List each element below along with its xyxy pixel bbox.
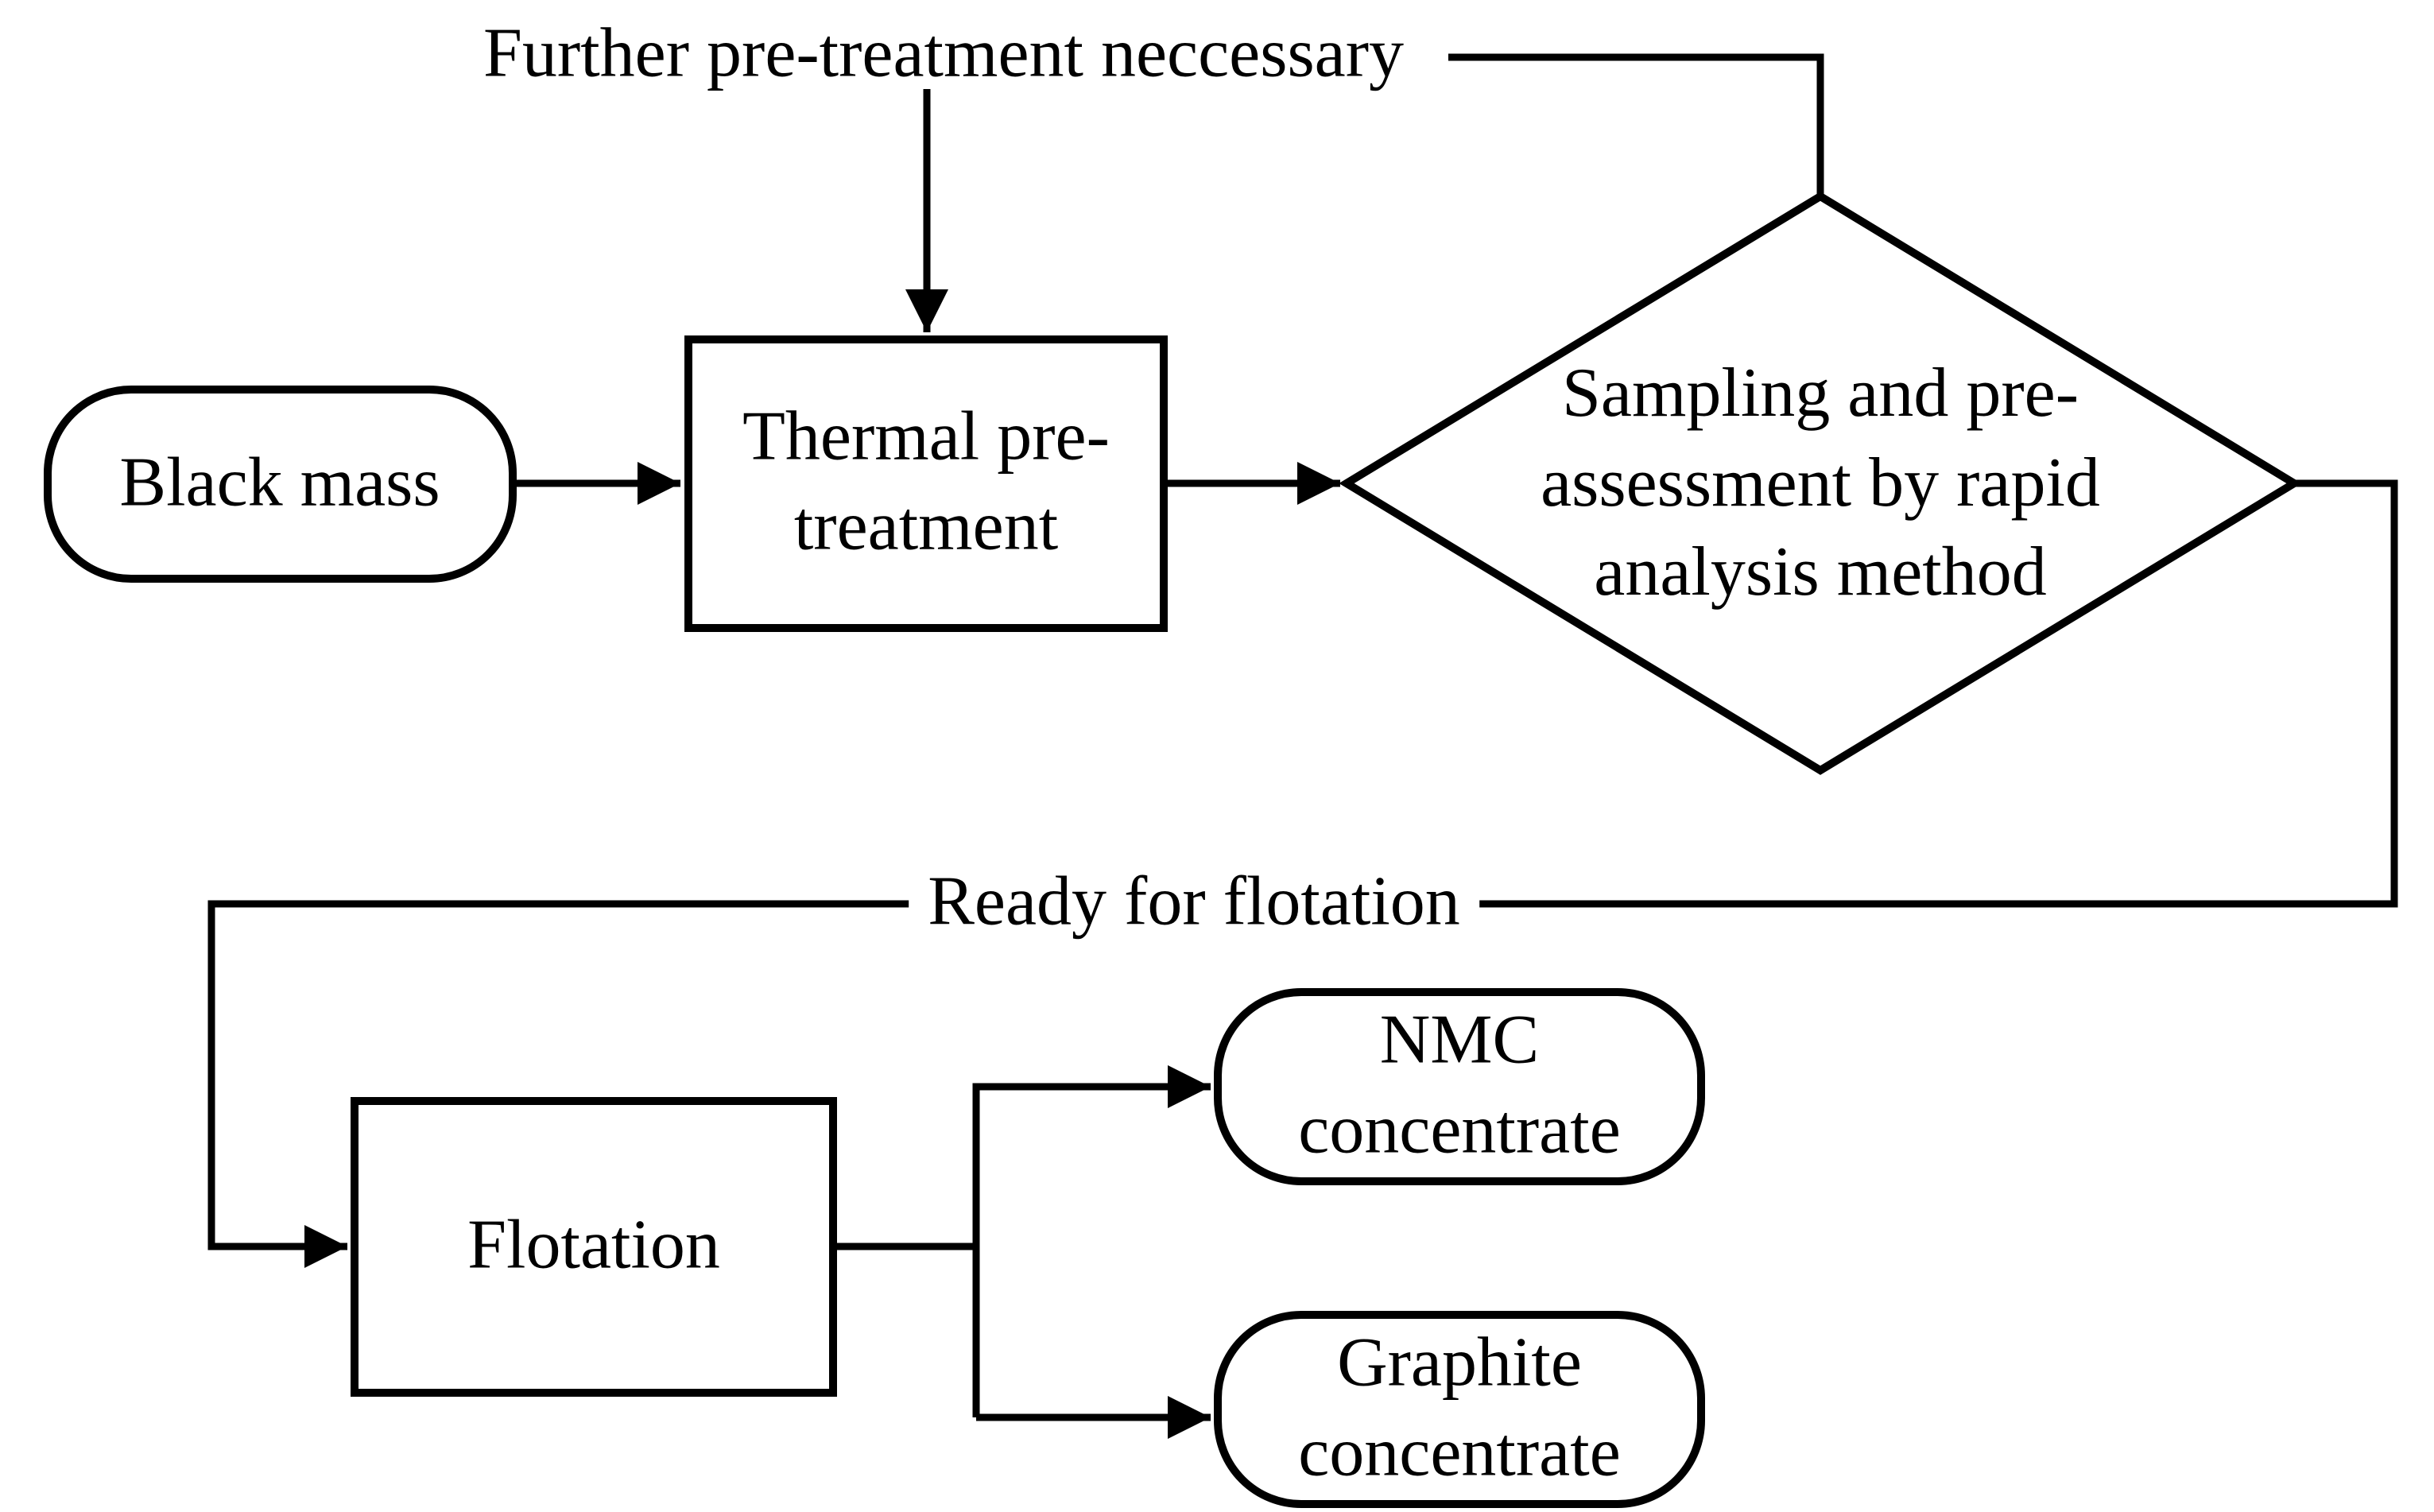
flotation-label: Flotation [467, 1206, 720, 1284]
edge-decision-feedback-loop [1448, 53, 1824, 196]
thermal-pretreatment-shape [684, 335, 1168, 632]
edge-branch-to-nmc [972, 1065, 1211, 1417]
thermal-pretreatment-label: Thermal pre- treatment [742, 397, 1110, 564]
decision-diamond-shape [1339, 192, 2302, 775]
graphite-concentrate-shape [1214, 1311, 1705, 1508]
black-mass-label: Black mass [119, 444, 440, 521]
ready-for-flotation-edge-label: Ready for flotation [909, 857, 1479, 948]
nmc-concentrate-label: NMC concentrate [1298, 1001, 1621, 1168]
nmc-concentrate-shape [1214, 988, 1705, 1185]
decision-label: Sampling and pre- assessment by rapid an… [1541, 355, 2100, 611]
graphite-concentrate-label: Graphite concentrate [1298, 1324, 1621, 1491]
feedback-edge-label: Further pre-treatment neccessary [483, 14, 1405, 92]
